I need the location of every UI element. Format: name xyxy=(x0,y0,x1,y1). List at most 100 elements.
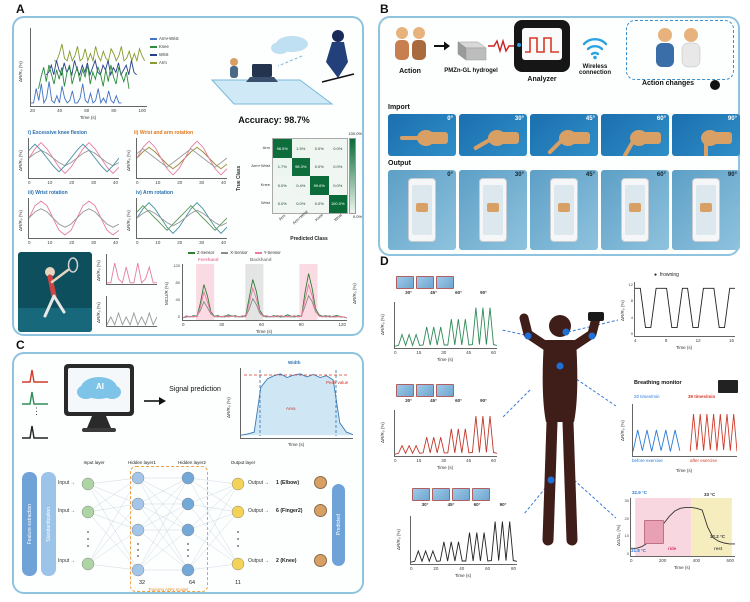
gesture-photo: 0° xyxy=(388,114,456,156)
angle-label: 45° xyxy=(585,116,595,122)
mcu-plot xyxy=(182,264,347,321)
dashed-link xyxy=(277,55,303,67)
hidden2-count: 64 xyxy=(188,580,196,586)
sensor-dots xyxy=(524,328,596,484)
face-icon: ● xyxy=(654,272,658,278)
breathing-title: Breathing monitor xyxy=(634,380,682,386)
frowning-plot xyxy=(634,282,735,337)
output-row: 0° 30° 45° 60° 90° xyxy=(380,170,742,250)
angle-label: 30° xyxy=(514,172,524,178)
mcu-ylabel-right: ΔR/R₀ (%) xyxy=(352,283,357,305)
chart-xlabel: Time (s) xyxy=(673,565,691,570)
inset-photo xyxy=(412,488,430,501)
figure-head xyxy=(230,58,238,66)
legend-item: Arm+Wrist xyxy=(150,36,179,41)
hand-icon xyxy=(473,130,519,150)
inset-photos xyxy=(396,384,454,397)
forehand-label: Forehand xyxy=(198,257,219,262)
hand-icon xyxy=(623,130,661,156)
ski xyxy=(321,73,355,83)
inset-photo xyxy=(436,276,454,289)
panel-c: ⋮ AI Signal prediction ΔR/R₀ (%) xyxy=(12,352,364,594)
training-box xyxy=(130,466,208,592)
inset-photo xyxy=(416,384,434,397)
wire-icon xyxy=(488,38,514,54)
import-row: 0° 30° 45° 60° 90° xyxy=(380,114,742,156)
mcu-chart: Z-Sensor X-Sensor Y-Sensor Forehand Back… xyxy=(164,250,362,336)
chart-ylabel: ΔR/R₀ (%) xyxy=(620,420,625,442)
angle-label: 45° xyxy=(585,172,595,178)
panel-d-label: D xyxy=(380,254,389,268)
output-label: Output→ xyxy=(248,480,270,486)
accuracy-text: Accuracy: 98.7% xyxy=(238,115,310,125)
phone-illustration xyxy=(692,178,720,242)
finger-photo xyxy=(314,504,327,517)
chart-xlabel: Time (s) xyxy=(675,468,693,473)
legend-item: Z-Sensor xyxy=(188,250,214,255)
legend-item: X-Sensor xyxy=(221,250,248,255)
hydrogel-label: PMZn-GL hydrogel xyxy=(444,68,498,74)
ai-label: AI xyxy=(96,382,104,391)
action-changes-box xyxy=(626,20,734,80)
waterfall-ylabel: ΔR/R₀ (%) xyxy=(18,61,23,83)
angle-label: 0° xyxy=(447,172,453,178)
input-label: Input→ xyxy=(58,508,76,514)
inset-photo xyxy=(436,384,454,397)
phone-photo: 60° xyxy=(601,170,669,250)
angle-label: 90° xyxy=(727,172,737,178)
temp-annotation: 32.9 °C xyxy=(632,490,648,495)
signal-prediction-label: Signal prediction xyxy=(169,386,221,393)
subplot-plot xyxy=(136,198,227,239)
athlete-body xyxy=(326,42,348,78)
mini-plot xyxy=(106,296,157,327)
action-changes-label: Action changes xyxy=(641,80,695,87)
phone-photo: 30° xyxy=(459,170,527,250)
gesture-photo: 45° xyxy=(530,114,598,156)
backhand-label: Backhand xyxy=(250,257,272,262)
predicted-label: Predicted xyxy=(335,514,342,536)
hidden1-count: 32 xyxy=(138,580,146,586)
output-label: Output xyxy=(388,160,411,167)
inset-photo xyxy=(396,384,414,397)
chart-xlabel: Time (s) xyxy=(436,357,454,362)
rest-label: rest xyxy=(714,546,723,551)
phone-photo: 0° xyxy=(388,170,456,250)
green-pulse-icon xyxy=(22,391,48,405)
phone-illustration xyxy=(408,178,436,242)
phone-in-hand xyxy=(588,312,604,321)
gesture-photo: 30° xyxy=(459,114,527,156)
confusion-matrix: 98.5%1.5%0.0%0.0%1.7%98.3%0.0%0.0%0.0%0.… xyxy=(272,138,348,214)
laptop-base xyxy=(246,77,278,82)
angle-label: 30° xyxy=(514,116,524,122)
wrist-plot xyxy=(394,410,497,457)
mini-plot-1: ΔR/R₀ (%) xyxy=(96,252,158,290)
input-label: Input→ xyxy=(58,480,76,486)
prediction-result: 6 (Finger2) xyxy=(276,508,303,514)
input-label: Input→ xyxy=(58,558,76,564)
panel-c-label: C xyxy=(16,338,25,352)
output-label: Output→ xyxy=(248,558,270,564)
angle-label: 60° xyxy=(656,116,666,122)
camera-dot-icon xyxy=(710,80,720,90)
gesture-photo: 60° xyxy=(601,114,669,156)
